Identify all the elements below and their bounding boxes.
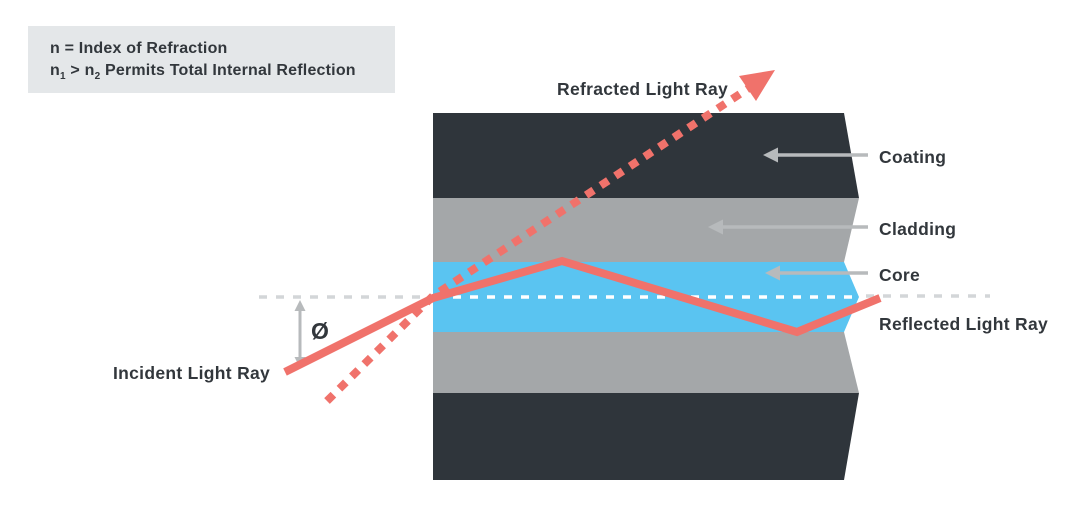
refracted-ray-arrowhead-icon (739, 70, 775, 101)
coating-pointer-arrowhead-icon (763, 147, 778, 163)
legend-rest-text: Permits Total Internal Reflection (100, 62, 356, 79)
cladding-bottom-layer (433, 332, 859, 393)
incident-ray-label: Incident Light Ray (113, 363, 270, 383)
refracted-ray-label: Refracted Light Ray (557, 79, 728, 99)
core-label: Core (879, 265, 920, 285)
legend-box: n = Index of Refraction n1 > n2 Permits … (28, 26, 395, 93)
angle-marker (294, 300, 306, 368)
refracted-light-ray-dashed (324, 82, 755, 404)
incident-reflected-light-ray (283, 256, 882, 376)
legend-n1-subscript: 1 (59, 71, 66, 83)
fiber-cross-section (433, 113, 859, 480)
legend-n1-base: n (50, 62, 60, 79)
legend-n2-subscript: 2 (94, 71, 101, 83)
legend-line-1: n = Index of Refraction (50, 40, 228, 57)
coating-label: Coating (879, 147, 946, 167)
angle-symbol: Ø (311, 318, 329, 344)
legend-middle-text: > n (65, 62, 95, 79)
coating-bottom-layer (433, 393, 859, 480)
cladding-pointer-arrowhead-icon (708, 219, 723, 235)
core-pointer-arrowhead-icon (765, 265, 780, 281)
angle-marker-up-arrowhead-icon (294, 300, 306, 311)
cladding-label: Cladding (879, 219, 956, 239)
reflected-ray-label: Reflected Light Ray (879, 314, 1048, 334)
coating-pointer-arrow (763, 147, 868, 163)
cladding-pointer-arrow (708, 219, 868, 235)
cladding-top-layer (433, 198, 859, 262)
core-pointer-arrow (765, 265, 868, 281)
legend-line-2: n1 > n2 Permits Total Internal Reflectio… (50, 60, 373, 88)
